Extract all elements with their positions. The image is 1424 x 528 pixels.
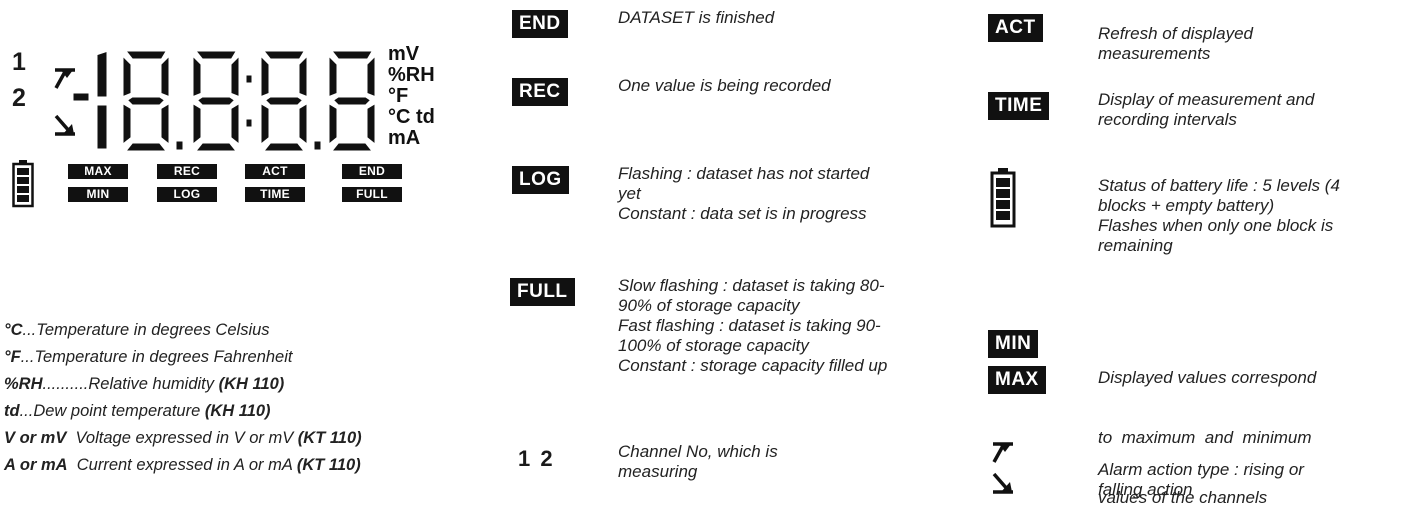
channel-2-indicator: 2 <box>12 84 26 112</box>
unit-ma: mA <box>388 127 421 149</box>
act-badge: ACT <box>988 14 1043 42</box>
legend-row: °C...Temperature in degrees Celsius <box>4 321 270 339</box>
lcd-label-log: LOG <box>157 187 217 202</box>
rec-description: One value is being recorded <box>618 76 831 95</box>
falling-action-icon <box>992 472 1013 494</box>
unit-rh: %RH <box>388 64 435 86</box>
end-description: DATASET is finished <box>618 8 775 27</box>
legend-row: td...Dew point temperature (KH 110) <box>4 402 271 420</box>
alarm-description: Alarm action type : rising or falling ac… <box>1098 460 1304 499</box>
rec-badge: REC <box>512 78 568 106</box>
log-description: Flashing : dataset has not started yet C… <box>618 164 870 223</box>
lcd-display: 1 2 <box>0 40 480 220</box>
channel-description: Channel No, which is measuring <box>618 442 778 481</box>
battery-status-icon <box>990 168 1016 228</box>
battery-description: Status of battery life : 5 levels (4 blo… <box>1098 176 1340 255</box>
lcd-label-full: FULL <box>342 187 402 202</box>
rising-alarm-icon <box>54 68 75 89</box>
lcd-units: mV %RH °F °C td mA <box>388 44 435 149</box>
falling-alarm-icon <box>54 114 75 136</box>
unit-f: °F <box>388 85 409 107</box>
log-badge: LOG <box>512 166 569 194</box>
lcd-label-min: MIN <box>68 187 128 202</box>
lcd-label-max: MAX <box>68 164 128 179</box>
full-badge: FULL <box>510 278 575 306</box>
unit-c-td: °C td <box>388 106 435 128</box>
min-badge: MIN <box>988 330 1039 358</box>
lcd-label-time: TIME <box>245 187 305 202</box>
channel-1-indicator: 1 <box>12 48 26 76</box>
end-badge: END <box>512 10 568 38</box>
channel-number-icon: 1 2 <box>518 446 555 471</box>
full-description: Slow flashing : dataset is taking 80- 90… <box>618 276 888 375</box>
legend-row: °F...Temperature in degrees Fahrenheit <box>4 348 293 366</box>
act-description: Refresh of displayed measurements <box>1098 24 1253 63</box>
legend-row: %RH..........Relative humidity (KH 110) <box>4 375 285 393</box>
battery-icon <box>12 160 34 208</box>
time-badge: TIME <box>988 92 1050 120</box>
legend-row: V or mV Voltage expressed in V or mV (KT… <box>4 429 362 447</box>
unit-legend: °C...Temperature in degrees Celsius °F..… <box>4 317 362 479</box>
max-badge: MAX <box>988 366 1046 394</box>
unit-mv: mV <box>388 43 420 65</box>
legend-row: A or mA Current expressed in A or mA (KT… <box>4 456 361 474</box>
lcd-label-rec: REC <box>157 164 217 179</box>
lcd-label-end: END <box>342 164 402 179</box>
lcd-digits <box>70 48 378 154</box>
rising-action-icon <box>992 442 1013 463</box>
lcd-label-act: ACT <box>245 164 305 179</box>
time-description: Display of measurement and recording int… <box>1098 90 1315 129</box>
